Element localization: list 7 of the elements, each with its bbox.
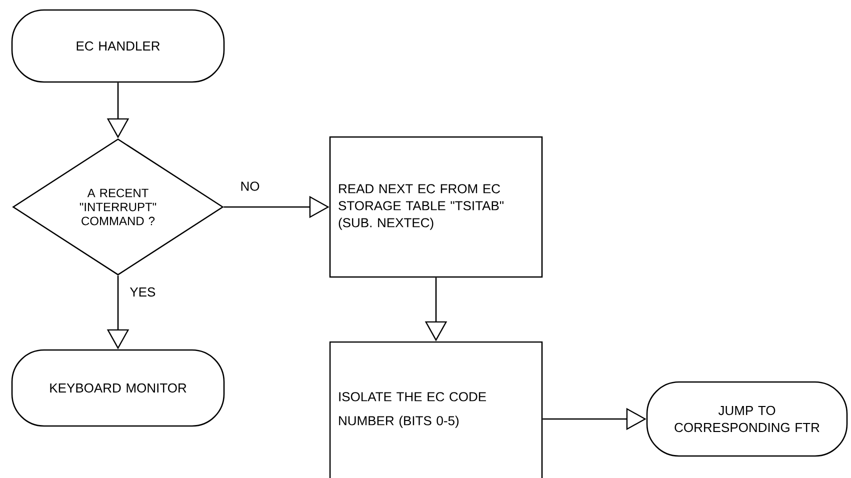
edge-label: NO [239, 180, 261, 192]
process-box: READ NEXT EC FROM EC STORAGE TABLE "TSITAB" (SUB. NEXTEC) [329, 136, 543, 278]
edge-label: YES [128, 286, 157, 298]
terminal-box: EC HANDLER [11, 9, 225, 83]
terminal-box: KEYBOARD MONITOR [11, 349, 225, 427]
terminal-box: JUMP TO CORRESPONDING FTR [646, 381, 848, 457]
process-box: ISOLATE THE EC CODE NUMBER (BITS 0-5) [329, 341, 543, 478]
